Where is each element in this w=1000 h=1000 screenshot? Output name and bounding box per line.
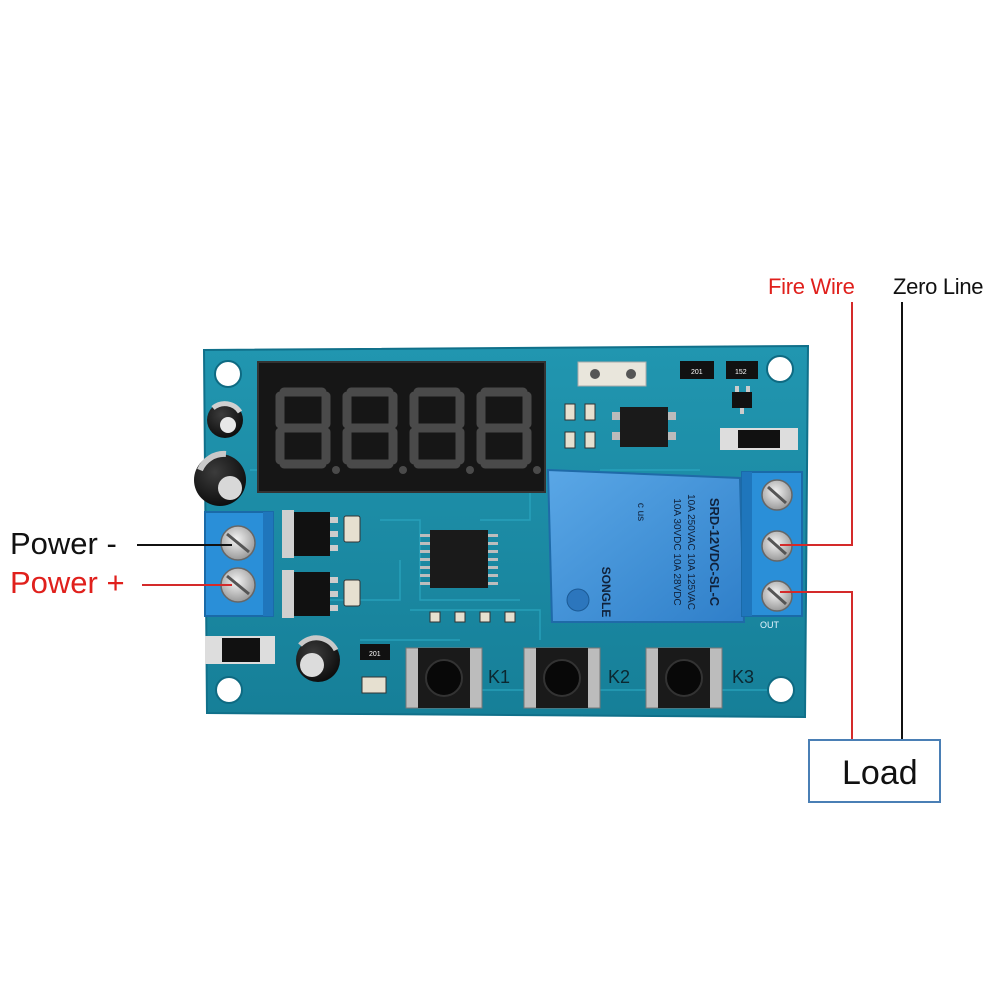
relay: SRD-12VDC-SL-C 10A 250VAC 10A 125VAC 10A… (546, 468, 746, 623)
fire-wire-label: Fire Wire (768, 274, 855, 299)
power-minus-label: Power - (10, 526, 117, 561)
svg-text:152: 152 (735, 369, 747, 376)
svg-text:c us: c us (635, 503, 646, 521)
svg-text:K3: K3 (732, 667, 754, 687)
diode-chip (720, 428, 798, 450)
smd-bottom: 201 (360, 644, 390, 694)
transistor-chip (732, 386, 752, 414)
capacitor-small (207, 401, 243, 438)
power-plus-label: Power + (10, 565, 125, 600)
svg-text:10A 30VDC 10A 28VDC: 10A 30VDC 10A 28VDC (671, 498, 682, 605)
svg-text:K1: K1 (488, 667, 510, 687)
button-k1: K1 (405, 647, 510, 709)
svg-text:201: 201 (369, 651, 381, 658)
mount-hole (766, 355, 794, 383)
output-terminal-block: OUT (741, 471, 803, 630)
load-box: Load (808, 739, 941, 803)
mount-hole (767, 676, 795, 704)
svg-text:K2: K2 (608, 667, 630, 687)
optocoupler-chip (612, 407, 676, 447)
seven-segment-display (257, 361, 546, 493)
svg-text:SONGLE: SONGLE (599, 567, 613, 618)
button-k3: K3 (645, 647, 754, 709)
svg-text:SRD-12VDC-SL-C: SRD-12VDC-SL-C (707, 498, 722, 607)
svg-text:10A 250VAC 10A 125VAC: 10A 250VAC 10A 125VAC (685, 494, 696, 610)
zero-line-label: Zero Line (893, 274, 984, 299)
load-wire-line (780, 591, 853, 740)
power-terminal-block (204, 511, 274, 617)
button-k2: K2 (523, 647, 630, 709)
microcontroller-chip (420, 530, 498, 588)
smd-resistor: 201 152 (680, 361, 758, 379)
regulator-chip (282, 510, 338, 558)
regulator-chip (282, 570, 338, 618)
capacitor-large (194, 450, 246, 506)
svg-text:OUT: OUT (760, 620, 780, 630)
jumper-pins (577, 361, 647, 387)
smd-components (343, 403, 596, 623)
load-label: Load (842, 754, 918, 792)
svg-text:201: 201 (691, 369, 703, 376)
mount-hole (214, 360, 242, 388)
diode-bottom (205, 636, 275, 664)
fire-wire-line (780, 302, 853, 546)
mount-hole (215, 676, 243, 704)
capacitor-bottom (296, 635, 340, 682)
